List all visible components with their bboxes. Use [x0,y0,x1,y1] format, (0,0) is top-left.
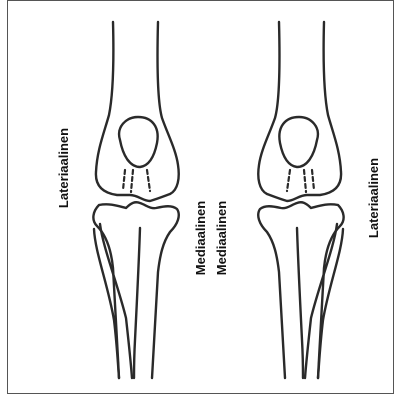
cruciate-left-a [123,170,125,190]
label-medial-right: Mediaalinen [214,201,229,275]
patella-right [279,117,318,167]
tibia-inner-left [134,228,140,378]
tibia-inner-right [297,228,303,378]
label-medial-left: Mediaalinen [193,201,208,275]
cruciate-right-a [312,170,314,190]
cruciate-left-b [131,170,133,192]
cruciate-right-b [304,170,306,192]
femur-right [258,22,341,201]
label-lateral-left: Lateriaalinen [56,128,71,208]
label-lateral-right: Lateriaalinen [366,158,381,238]
cruciate-right-c [287,170,290,191]
cruciate-left-c [147,170,150,191]
fibula-right [305,224,343,378]
knee-right [258,22,343,378]
patella-left [119,117,158,167]
femur-left [96,22,179,201]
fibula-left [94,224,132,378]
knee-left [93,22,178,378]
